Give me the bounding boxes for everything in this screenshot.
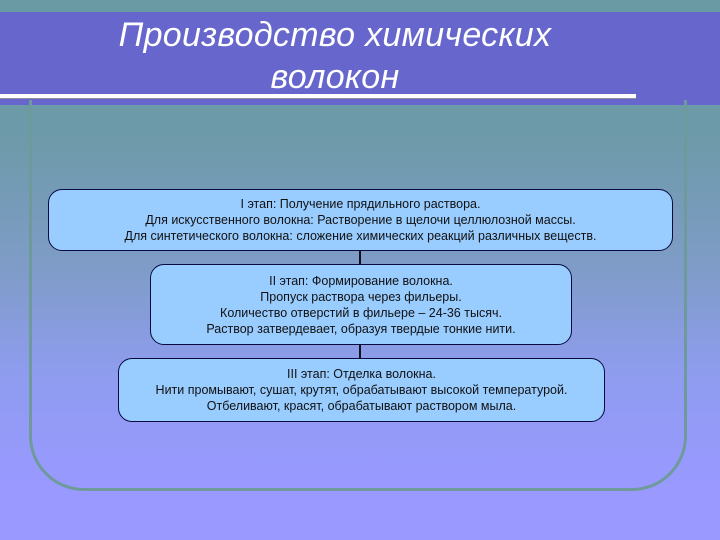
stage-1-line-2: Для искусственного волокна: Растворение … <box>145 213 576 227</box>
stage-2-box: II этап: Формирование волокна. Пропуск р… <box>150 264 572 345</box>
stage-1-heading: I этап: Получение прядильного раствора. <box>240 197 481 211</box>
stage-1-line-3: Для синтетического волокна: сложение хим… <box>124 229 597 243</box>
stage-3-line-3: Отбеливают, красят, обрабатывают раствор… <box>206 399 517 413</box>
stage-3-box: III этап: Отделка волокна. Нити промываю… <box>118 358 605 422</box>
connector-1-2 <box>359 251 361 264</box>
content-frame <box>29 100 687 491</box>
stage-3-heading: III этап: Отделка волокна. <box>287 367 436 381</box>
slide-title: Производство химических волокон <box>0 14 670 98</box>
title-underline <box>0 94 636 99</box>
stage-2-line-4: Раствор затвердевает, образуя твердые то… <box>206 321 516 336</box>
stage-1-box: I этап: Получение прядильного раствора. … <box>48 189 673 251</box>
stage-2-line-2: Пропуск раствора через фильеры. <box>260 289 462 304</box>
slide-title-line-1: Производство химических <box>118 16 552 54</box>
stage-2-line-3: Количество отверстий в фильере – 24-36 т… <box>220 305 502 320</box>
connector-2-3 <box>359 345 361 358</box>
stage-3-line-2: Нити промывают, сушат, крутят, обрабатыв… <box>155 383 568 397</box>
slide-title-line-2: волокон <box>270 58 400 96</box>
stage-2-heading: II этап: Формирование волокна. <box>269 273 453 288</box>
title-band <box>0 12 720 105</box>
